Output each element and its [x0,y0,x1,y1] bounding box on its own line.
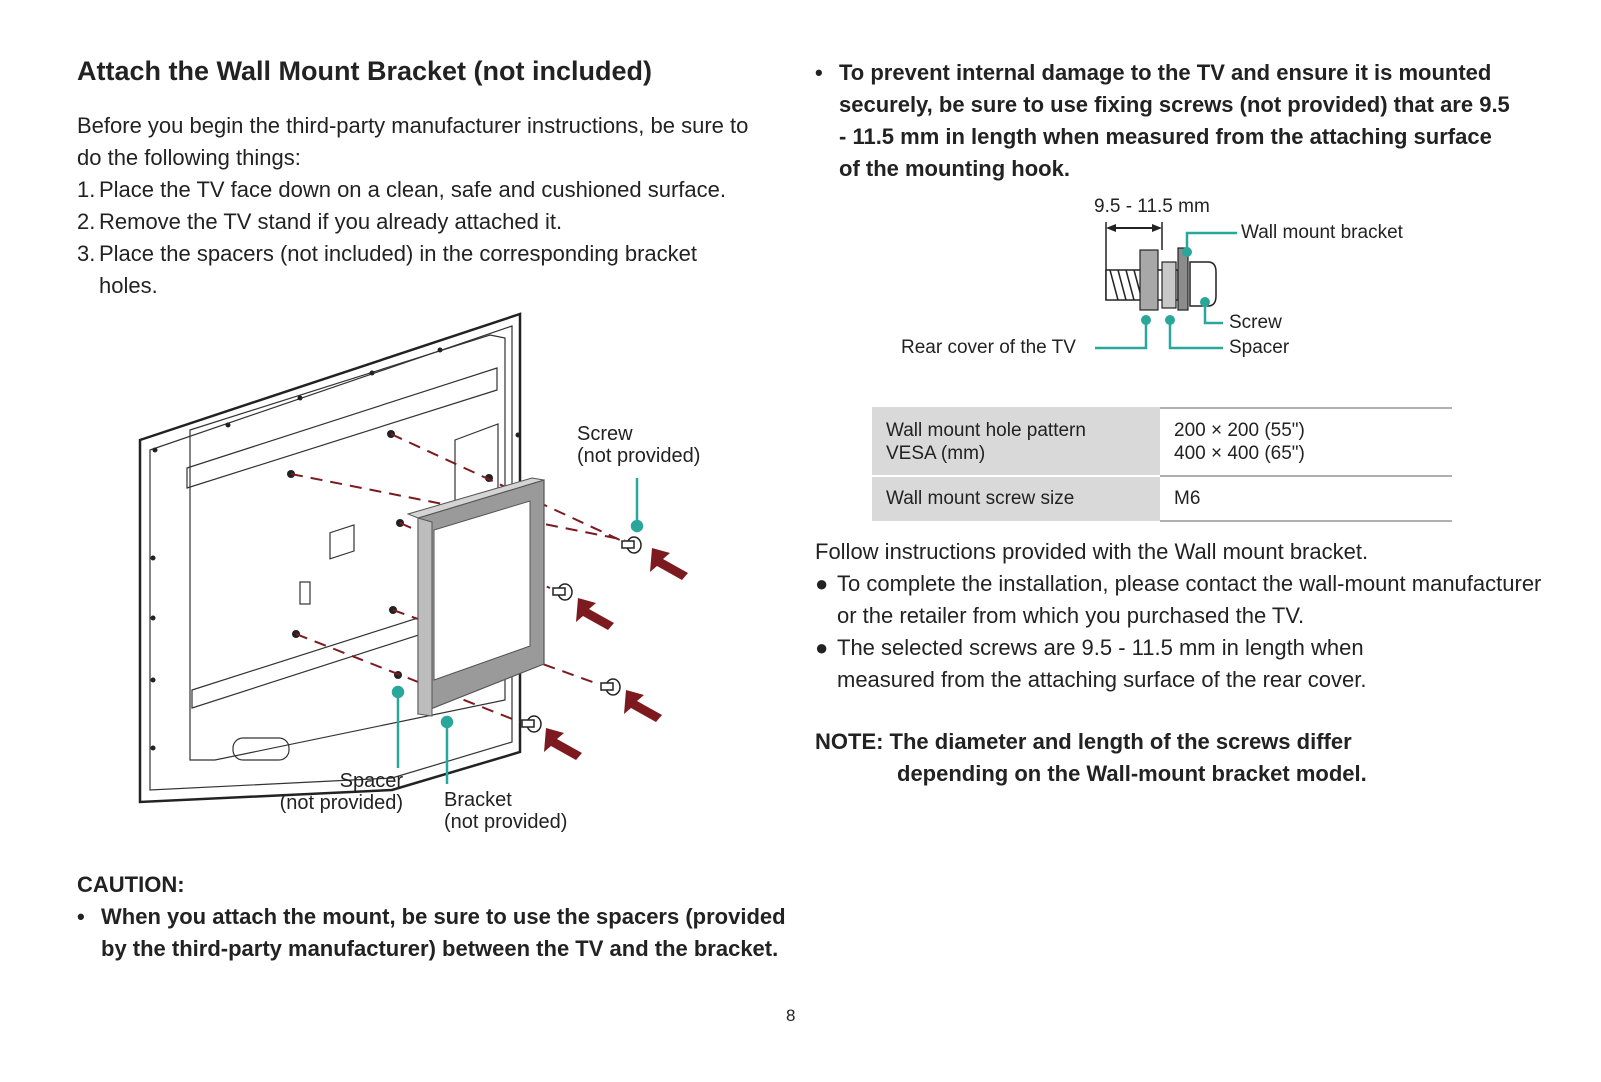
spacer-label-line2: (not provided) [279,792,403,814]
step-number: 1. [77,177,96,202]
installation-notes-list: ● To complete the installation, please co… [815,568,1555,696]
caution-heading: CAUTION: [77,872,185,897]
insertion-arrows [544,548,688,760]
note-block: NOTE: The diameter and length of the scr… [815,726,1515,790]
spacer-label-line1: Spacer [339,770,403,792]
bullet: ● [815,635,829,660]
screw-part-label: Screw [1229,312,1282,333]
intro-paragraph: Before you begin the third-party manufac… [77,113,749,170]
list-item: ● To complete the installation, please co… [815,568,1555,632]
bracket-label-line2: (not provided) [444,811,568,833]
table-value-cell: 200 × 200 (55") 400 × 400 (65") [1160,407,1452,476]
table-value-cell: M6 [1160,475,1452,522]
bracket-label-line1: Bracket [444,789,512,811]
table-value-line2: 400 × 400 (65") [1174,443,1305,464]
screw-label-line1: Screw [577,423,633,445]
step-item: 3.Place the spacers (not included) in th… [77,238,759,302]
bracket-label: Bracket (not provided) [444,789,567,833]
page-title: Attach the Wall Mount Bracket (not inclu… [77,56,653,86]
table-row: Wall mount hole pattern VESA (mm) 200 × … [872,407,1452,476]
list-item-text: The selected screws are 9.5 - 11.5 mm in… [837,635,1367,692]
page-number: 8 [786,1006,796,1025]
table-key-cell: Wall mount hole pattern VESA (mm) [872,407,1160,476]
list-item-text: To complete the installation, please con… [837,571,1542,628]
preparation-steps: 1.Place the TV face down on a clean, saf… [77,174,797,302]
top-rail [186,367,498,489]
table-key-cell: Wall mount screw size [872,475,1160,521]
step-number: 3. [77,241,96,266]
spacer-label: Spacer (not provided) [275,770,403,814]
handle-slot [232,737,290,761]
spacer-block [1161,261,1177,309]
bullet: ● [815,571,829,596]
warning-item: • To prevent internal damage to the TV an… [815,57,1515,185]
table-value-line1: M6 [1174,488,1201,509]
screw-length-warning: • To prevent internal damage to the TV an… [815,57,1515,185]
table-key-line2: VESA (mm) [886,443,986,464]
step-text: Place the TV face down on a clean, safe … [99,177,726,202]
rear-cover-label: Rear cover of the TV [901,337,1076,358]
caution-text: When you attach the mount, be sure to us… [101,904,786,961]
wall-mount-spec-table: Wall mount hole pattern VESA (mm) 200 × … [872,407,1452,522]
step-text: Remove the TV stand if you already attac… [99,209,563,234]
bullet: • [815,60,823,85]
note-line2: depending on the Wall-mount bracket mode… [897,761,1367,786]
port-slot [299,581,311,605]
step-item: 2.Remove the TV stand if you already att… [77,206,797,238]
step-number: 2. [77,209,96,234]
table-key-line1: Wall mount screw size [886,488,1075,509]
label-plate [329,524,355,560]
caution-item: • When you attach the mount, be sure to u… [77,901,787,965]
spacer-part-label: Spacer [1229,337,1290,358]
table-key-line1: Wall mount hole pattern [886,420,1086,441]
caution-list: • When you attach the mount, be sure to u… [77,901,787,965]
screw-label: Screw (not provided) [577,423,700,467]
bullet: • [77,904,85,929]
dimension-arrow [1105,222,1163,300]
list-item: ● The selected screws are 9.5 - 11.5 mm i… [815,632,1447,696]
bracket-plate [1177,247,1189,311]
warning-text: To prevent internal damage to the TV and… [839,60,1510,181]
follow-instructions-text: Follow instructions provided with the Wa… [815,539,1369,564]
screw-label-line2: (not provided) [577,445,701,467]
screw-head [1189,261,1217,307]
table-value-line1: 200 × 200 (55") [1174,420,1305,441]
bracket-frame [406,477,545,717]
note-line1: NOTE: The diameter and length of the scr… [815,729,1352,754]
screw-icons [521,536,642,733]
callout-lines [391,478,644,784]
dimension-label: 9.5 - 11.5 mm [1094,196,1210,217]
step-item: 1.Place the TV face down on a clean, saf… [77,174,797,206]
table-row: Wall mount screw size M6 [872,475,1452,522]
step-text: Place the spacers (not included) in the … [99,241,698,298]
wall-mount-bracket-label: Wall mount bracket [1241,222,1403,243]
rear-cover [1139,249,1159,311]
